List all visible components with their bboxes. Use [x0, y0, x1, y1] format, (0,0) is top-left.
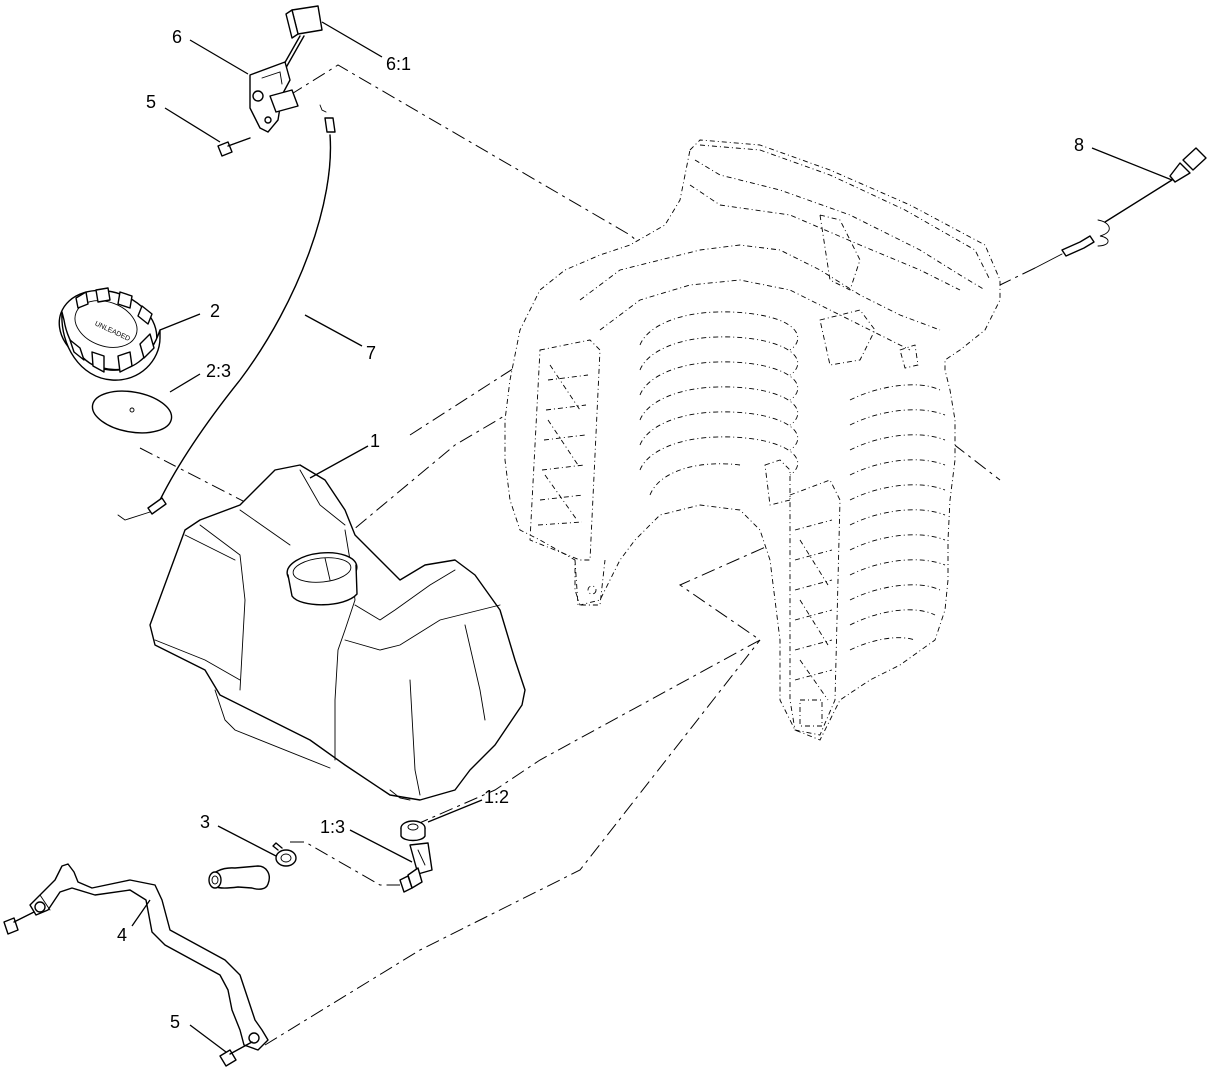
- bolt-top: [217, 137, 251, 157]
- bolt-bottom: [219, 1041, 253, 1067]
- callout-1: 1: [370, 431, 381, 451]
- callout-6: 6: [172, 27, 183, 47]
- callout-4: 4: [117, 925, 128, 945]
- callout-2-3: 2:3: [206, 361, 232, 381]
- choke-cable: [999, 147, 1207, 286]
- tank-rod: [29, 863, 269, 1051]
- leader-lines: [131, 21, 1173, 1053]
- hose-clamp: [272, 842, 297, 867]
- fuel-cap: UNLEADED: [58, 287, 161, 381]
- callout-3: 3: [200, 812, 211, 832]
- tank-fitting: [399, 842, 433, 893]
- callout-2: 2: [210, 301, 221, 321]
- shroud-assembly: [504, 139, 1001, 741]
- callout-7: 7: [366, 343, 377, 363]
- rod-bolt-left: [3, 911, 35, 935]
- callout-1-3: 1:3: [320, 817, 346, 837]
- callout-6-1: 6:1: [386, 54, 412, 74]
- cap-gasket: [91, 390, 173, 434]
- fuel-hose: [208, 865, 270, 890]
- fuel-tank: [149, 464, 526, 801]
- tank-bushing: [400, 820, 426, 842]
- callout-5-top: 5: [146, 92, 157, 112]
- callout-8: 8: [1074, 135, 1085, 155]
- callout-1-2: 1:2: [484, 787, 510, 807]
- callout-5-bottom: 5: [170, 1012, 181, 1032]
- throttle-cable: [117, 104, 336, 521]
- throttle-control: [249, 5, 323, 133]
